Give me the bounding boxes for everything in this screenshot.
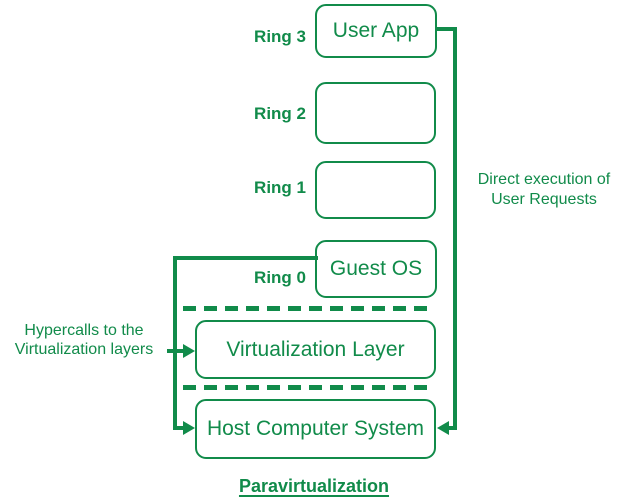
direct-execution-annotation: Direct execution of User Requests <box>458 170 630 210</box>
ring-1-label: Ring 1 <box>254 178 306 197</box>
hypercalls-annotation-line1: Hypercalls to the <box>24 322 144 339</box>
diagram-title: Paravirtualization <box>238 476 390 496</box>
virtualization-layer-label: Virtualization Layer <box>226 337 405 361</box>
ring-2-box <box>315 82 436 144</box>
direct-execution-line-top <box>437 27 457 31</box>
host-left-line-horizontal <box>175 426 185 430</box>
ring-3-label: Ring 3 <box>254 27 306 46</box>
host-computer-system-label: Host Computer System <box>206 417 425 440</box>
ring-0-label: Ring 0 <box>254 268 306 287</box>
guest-os-box: Guest OS <box>315 240 437 298</box>
virtualization-layer-box: Virtualization Layer <box>195 320 436 379</box>
host-computer-system-box: Host Computer System <box>195 399 436 459</box>
user-app-box-label: User App <box>332 19 420 42</box>
direct-execution-line-bottom <box>444 426 457 430</box>
direct-execution-annotation-line2: User Requests <box>491 191 597 208</box>
guest-os-line-horizontal <box>175 256 318 260</box>
guest-os-box-label: Guest OS <box>329 257 423 280</box>
hypercalls-annotation-line2: Virtualization layers <box>14 341 154 358</box>
direct-execution-arrowhead-icon <box>437 421 449 435</box>
dashed-separator-bottom <box>183 385 433 390</box>
dashed-separator-top <box>183 306 433 311</box>
hypercall-line-horizontal <box>167 349 185 353</box>
direct-execution-line-vertical <box>453 27 457 430</box>
user-app-box: User App <box>315 4 437 58</box>
direct-execution-annotation-line1: Direct execution of <box>477 171 611 188</box>
host-left-arrowhead-icon <box>183 421 195 435</box>
hypercall-line-vertical <box>173 256 177 430</box>
hypercalls-annotation: Hypercalls to the Virtualization layers <box>0 321 168 359</box>
ring-1-box <box>315 161 436 219</box>
ring-2-label: Ring 2 <box>254 104 306 123</box>
hypercall-arrowhead-icon <box>183 344 195 358</box>
